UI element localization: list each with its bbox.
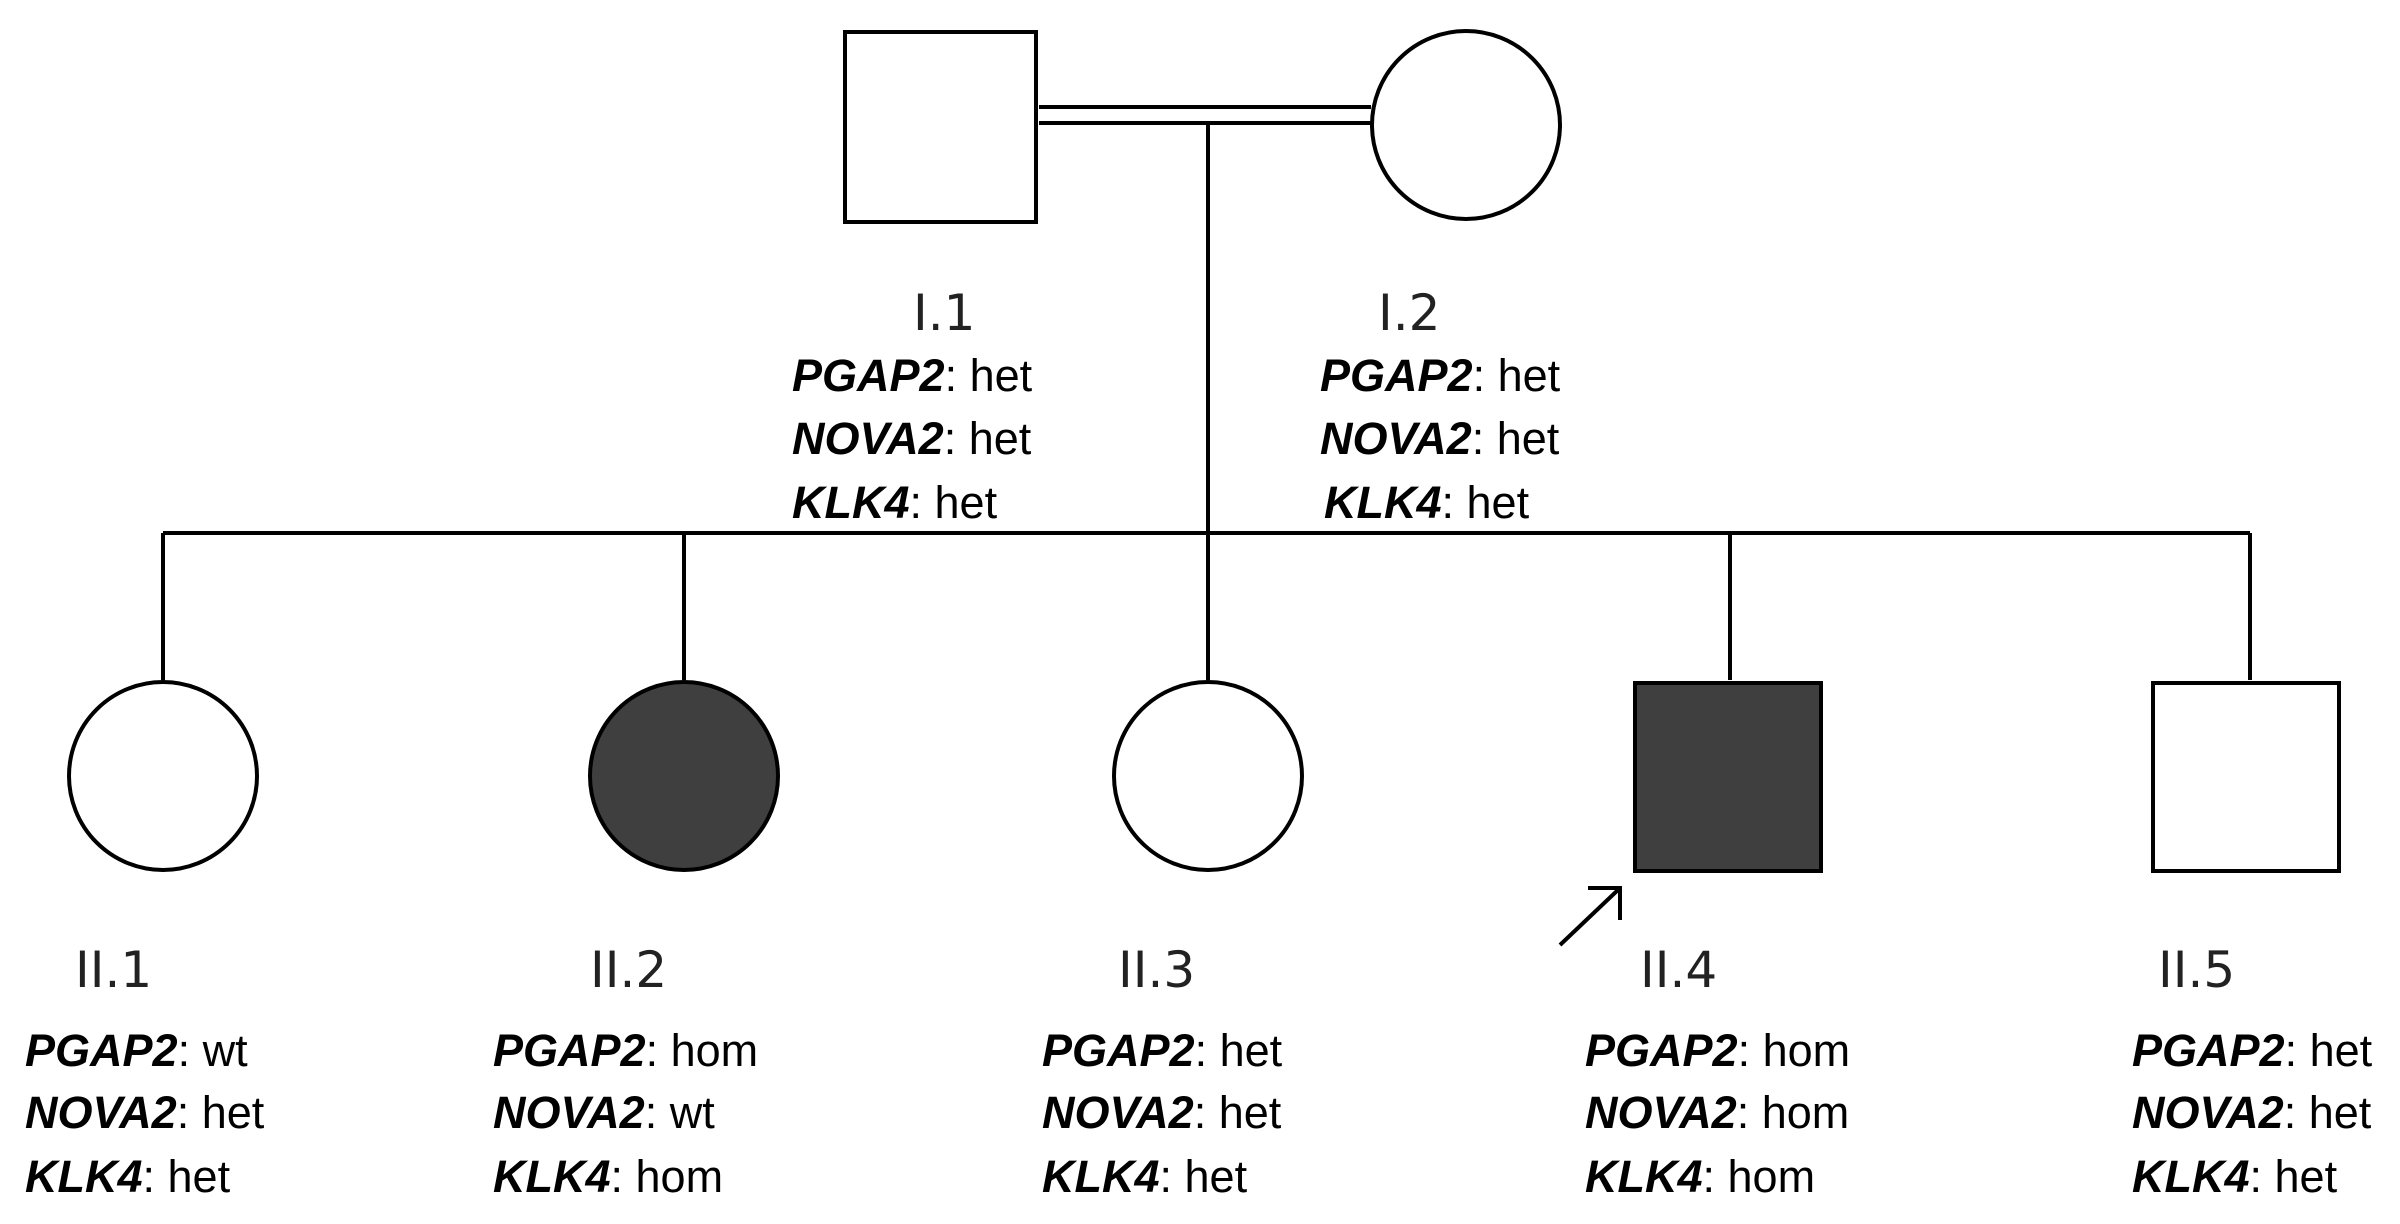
genotype-line: KLK4: het xyxy=(1042,1151,1248,1202)
genotype-line: PGAP2: hom xyxy=(1585,1025,1850,1076)
individual-id-II-4: II.4 xyxy=(1640,941,1717,999)
genotype-line: PGAP2: het xyxy=(1042,1025,1283,1076)
genotype-line: PGAP2: het xyxy=(2132,1025,2373,1076)
individual-II-2-symbol xyxy=(588,680,780,872)
individual-II-4-symbol xyxy=(1633,681,1823,873)
individual-id-II-5: II.5 xyxy=(2158,941,2235,999)
genotype-line: PGAP2: hom xyxy=(493,1025,758,1076)
genotype-line: PGAP2: het xyxy=(1320,350,1561,401)
individual-id-I-1: I.1 xyxy=(913,284,975,342)
individual-I-1-symbol xyxy=(843,30,1038,224)
genotype-line: KLK4: het xyxy=(25,1151,231,1202)
proband-arrow-icon xyxy=(1558,886,1622,947)
genotype-line: NOVA2: het xyxy=(792,413,1032,464)
genotype-line: KLK4: het xyxy=(792,477,998,528)
pedigree-lines xyxy=(161,105,2252,680)
genotype-line: NOVA2: het xyxy=(1042,1087,1282,1138)
individual-II-3-symbol xyxy=(1112,680,1304,872)
genotype-line: NOVA2: wt xyxy=(493,1087,715,1138)
individual-II-5-symbol xyxy=(2151,681,2341,873)
individual-II-1-symbol xyxy=(67,680,259,872)
genotype-line: NOVA2: het xyxy=(1320,413,1560,464)
individual-id-I-2: I.2 xyxy=(1378,284,1440,342)
individual-I-2-symbol xyxy=(1370,29,1562,221)
individual-id-II-3: II.3 xyxy=(1118,941,1195,999)
genotype-line: PGAP2: wt xyxy=(25,1025,248,1076)
genotype-line: KLK4: het xyxy=(1324,477,1530,528)
individual-id-II-1: II.1 xyxy=(75,941,152,999)
genotype-line: PGAP2: het xyxy=(792,350,1033,401)
genotype-line: KLK4: hom xyxy=(1585,1151,1815,1202)
genotype-line: NOVA2: het xyxy=(2132,1087,2372,1138)
genotype-line: KLK4: hom xyxy=(493,1151,723,1202)
genotype-line: NOVA2: hom xyxy=(1585,1087,1849,1138)
genotype-line: NOVA2: het xyxy=(25,1087,265,1138)
individual-id-II-2: II.2 xyxy=(590,941,667,999)
genotype-line: KLK4: het xyxy=(2132,1151,2338,1202)
